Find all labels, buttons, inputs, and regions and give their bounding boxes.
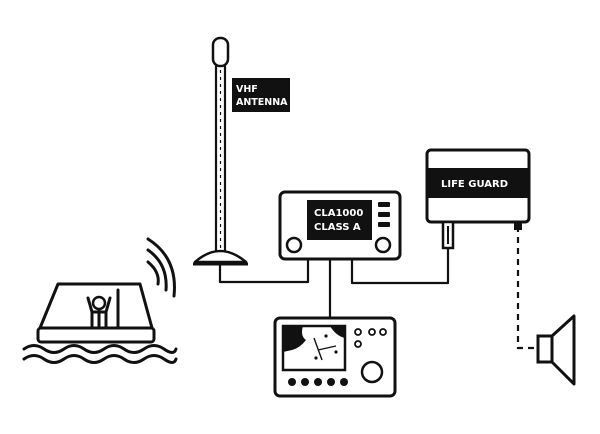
lifeguard-label: LIFE GUARD bbox=[441, 179, 508, 190]
transceiver-label-line2: CLASS A bbox=[314, 222, 361, 233]
antenna-label-line1: VHF bbox=[236, 84, 258, 95]
chartplotter-icon bbox=[273, 316, 397, 398]
vhf-antenna-icon bbox=[193, 36, 248, 266]
speaker-icon bbox=[536, 314, 576, 386]
cables bbox=[218, 226, 538, 350]
antenna-label-line2: ANTENNA bbox=[236, 97, 288, 108]
antenna-label: VHF ANTENNA bbox=[232, 78, 290, 112]
liferaft-person-icon bbox=[22, 282, 178, 364]
lifeguard-unit-icon: LIFE GUARD bbox=[425, 148, 531, 250]
ais-transceiver-icon: CLA1000 CLASS A bbox=[278, 190, 402, 261]
transceiver-label-line1: CLA1000 bbox=[314, 208, 363, 219]
radio-waves-icon bbox=[146, 237, 176, 298]
